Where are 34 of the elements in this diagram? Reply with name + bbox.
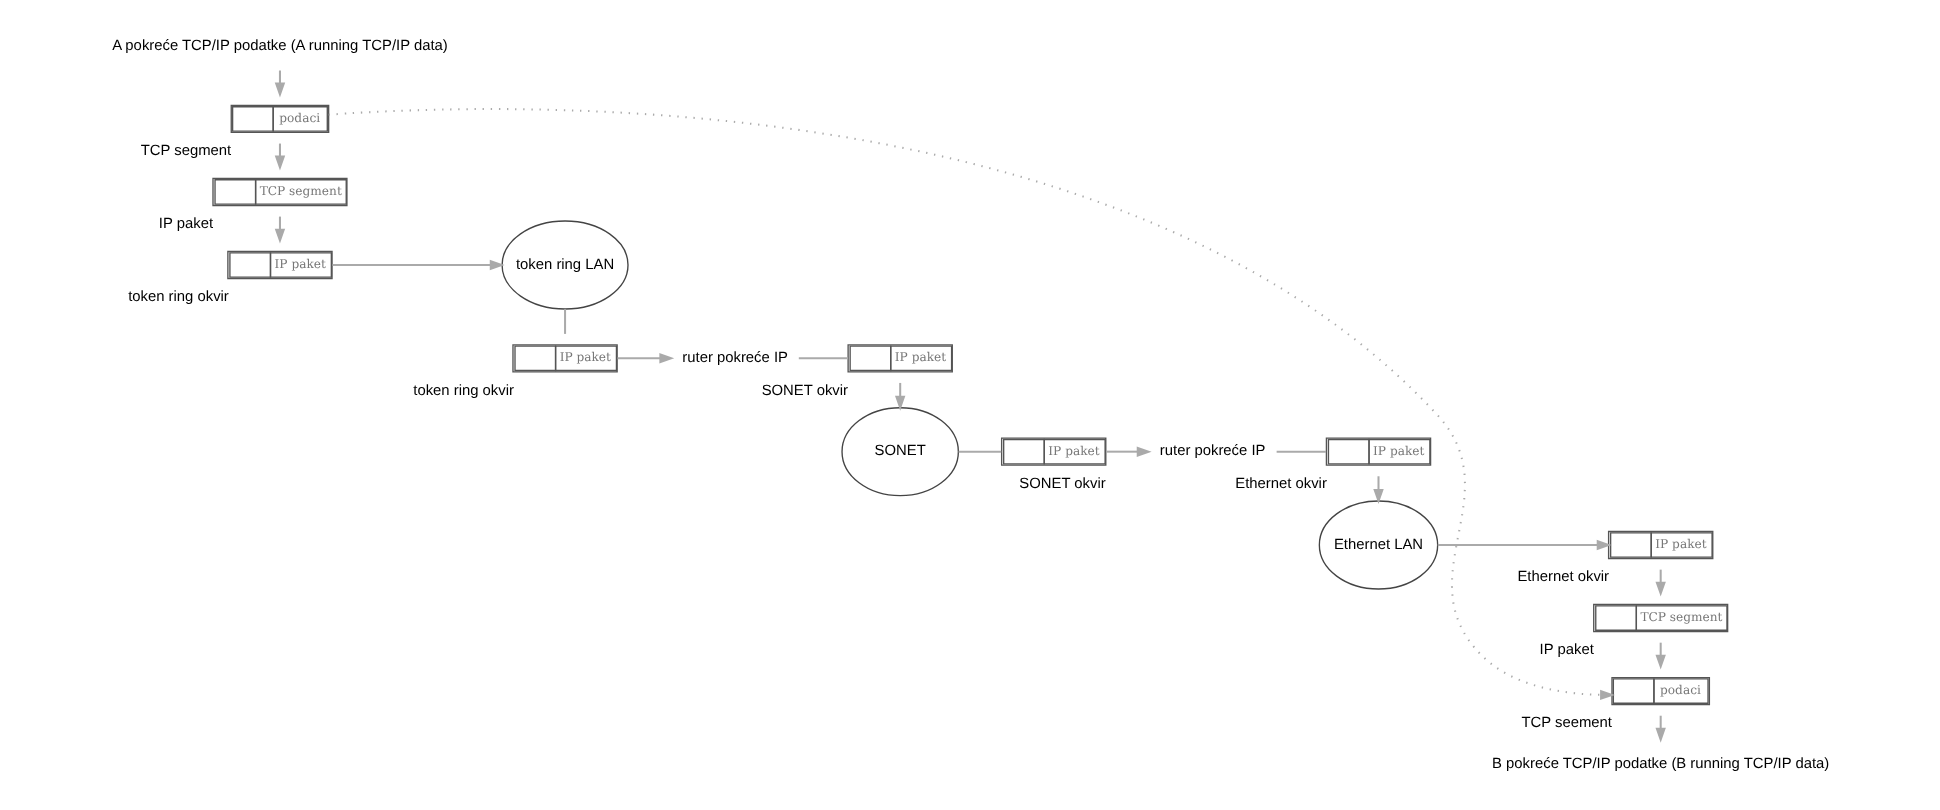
node-text: ruter pokreće IP <box>681 348 787 367</box>
arrow <box>273 216 285 244</box>
arrow <box>1436 539 1611 551</box>
node-label: token ring okvir <box>127 287 228 306</box>
node-ellipse: Ethernet LAN <box>1317 500 1438 590</box>
arrow <box>1105 446 1151 457</box>
arrow <box>893 382 905 411</box>
connector <box>957 450 1001 453</box>
node-label: SONET okvir <box>760 380 848 399</box>
connector <box>797 357 848 360</box>
node-label: SONET okvir <box>1018 473 1105 492</box>
arrow <box>273 70 285 98</box>
arrow <box>1654 715 1665 743</box>
node-text: B pokreće TCP/IP podatke (B running TCP/IP data) <box>1491 753 1829 772</box>
arrow <box>327 108 1614 701</box>
node-label: Ethernet okvir <box>1234 473 1326 492</box>
connector <box>563 309 566 334</box>
node-ellipse: SONET <box>840 407 959 497</box>
arrow <box>616 353 674 364</box>
node-label: IP paket <box>157 214 213 233</box>
node-label: TCP segment <box>139 141 231 160</box>
arrow <box>1654 642 1665 670</box>
arrow <box>1372 476 1383 504</box>
node-label: IP paket <box>1538 640 1593 659</box>
node-label: TCP seement <box>1520 713 1611 732</box>
connector <box>1275 450 1326 453</box>
arrow <box>273 143 285 171</box>
node-text: A pokreće TCP/IP podatke (A running TCP/IP data) <box>111 35 447 54</box>
arrow <box>331 259 504 271</box>
node-ellipse: token ring LAN <box>500 220 628 310</box>
node-text: ruter pokreće IP <box>1158 441 1265 460</box>
arrow <box>1654 569 1665 597</box>
node-label: Ethernet okvir <box>1516 567 1609 586</box>
node-label: token ring okvir <box>412 380 513 399</box>
